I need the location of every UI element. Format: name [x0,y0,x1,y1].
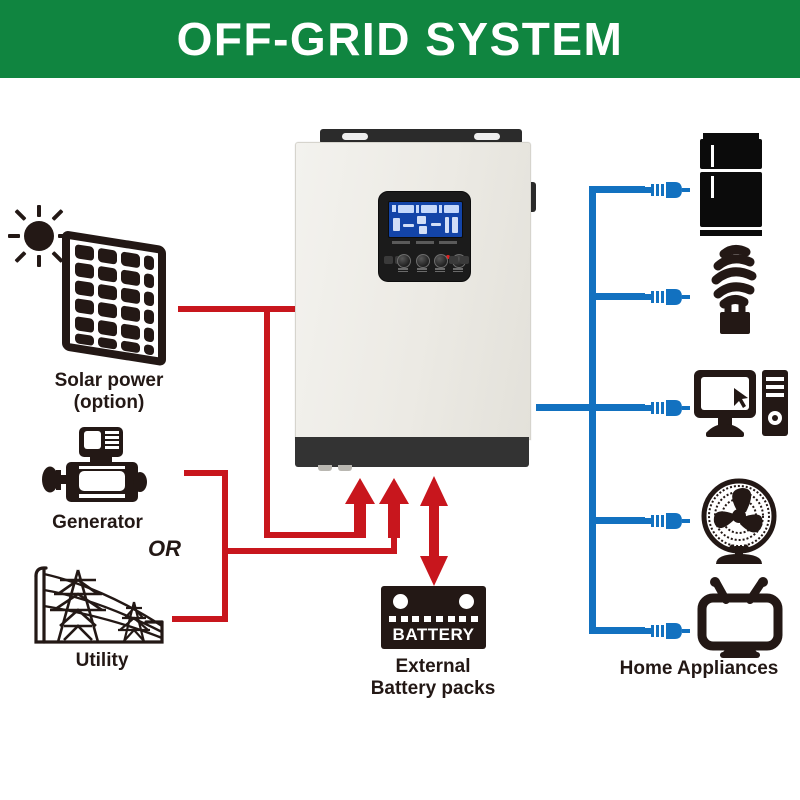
inverter-status-leds [388,241,461,259]
battery-icon-text: BATTERY [392,625,475,644]
sun-icon [8,205,70,267]
wire-branch-bulb [589,293,645,300]
inverter-foot [338,465,352,471]
sun-ray [37,255,41,267]
wire-inverter-output [536,404,596,411]
sun-core [24,221,54,251]
wire-solar-horizontal [178,306,300,312]
wire-solar-vertical [264,306,270,538]
battery-terminal [393,594,408,609]
esc-button[interactable] [397,254,411,268]
wire-branch-refrigerator [589,186,645,193]
plug-icon [642,511,690,529]
inverter-foot [318,465,332,471]
wire-solar-to-arrow [264,532,362,538]
battery-cells [389,616,478,622]
home-appliances-label: Home Appliances [619,658,779,679]
inverter-base-plate [295,437,529,467]
solar-panel-icon [62,231,170,366]
bracket-slot [342,133,368,140]
down-button[interactable] [434,254,448,268]
page-header-banner: OFF-GRID SYSTEM [0,0,800,78]
refrigerator-icon [700,133,762,238]
wire-branch-television [589,627,645,634]
fault-led [437,241,459,264]
arrow-inverter-battery-bidirectional [418,476,450,586]
wire-branch-fan [589,517,645,524]
inverter-wall-bracket [320,129,522,144]
generator-label: Generator [52,512,143,533]
generator-icon [40,427,150,507]
sun-ray [8,234,20,238]
utility-pylon-icon [30,560,170,650]
arrow-solar-into-inverter [342,478,378,538]
plug-icon [642,621,690,639]
inverter-side-connector [528,182,536,212]
battery-terminal [459,594,474,609]
arrow-acin-into-inverter [376,478,412,538]
inverter-unit[interactable] [295,142,531,440]
sun-ray [51,208,64,222]
battery-icon: BATTERY [381,586,486,649]
utility-label: Utility [75,650,129,671]
inverter-control-panel[interactable] [378,191,471,282]
sun-ray [37,205,41,217]
inverter-button-row [384,254,469,276]
inverter-lcd-display [388,201,463,238]
up-button[interactable] [416,254,430,268]
wire-utility-horizontal [172,616,228,622]
battery-label: External Battery packs [370,656,496,699]
bracket-slot [474,133,500,140]
wire-ac-in-to-arrow [222,548,397,554]
wire-generator-horizontal [184,470,228,476]
electric-fan-icon [696,478,782,566]
sun-ray [14,208,27,222]
plug-icon [642,180,690,198]
cfl-bulb-icon [706,240,762,335]
sun-ray [14,250,27,264]
television-icon [697,576,783,658]
wire-ac-in-trunk [222,470,228,622]
or-divider-label: OR [148,536,181,561]
wire-branch-computer [589,404,645,411]
solar-power-label: Solar power (option) [54,370,164,413]
plug-icon [642,287,690,305]
computer-icon [694,370,788,440]
plug-icon [642,398,690,416]
page-title: OFF-GRID SYSTEM [176,13,624,65]
